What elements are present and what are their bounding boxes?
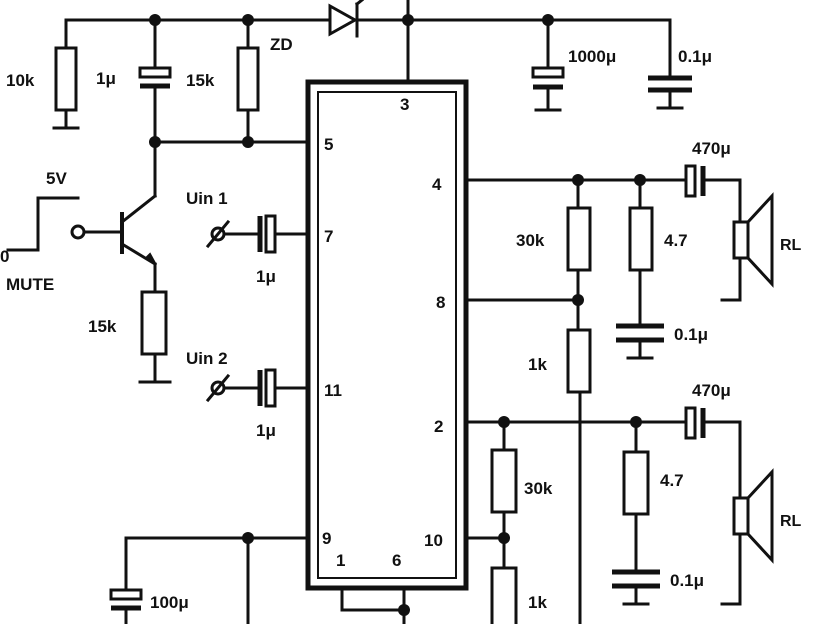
label-15k-bottom: 15k: [88, 317, 117, 336]
label-uin1: Uin 1: [186, 189, 228, 208]
capacitor-470u-top: [684, 164, 742, 224]
pin-3-label: 3: [400, 95, 409, 114]
junction-dots: [149, 14, 646, 616]
pin-5-label: 5: [324, 135, 333, 154]
capacitor-1u-top: [138, 18, 172, 144]
resistor-30k-bottom: [490, 420, 518, 540]
label-zd: ZD: [270, 35, 293, 54]
resistor-47-bottom: [612, 420, 660, 606]
mute-switch-input: [6, 196, 124, 252]
label-470u-bottom: 470μ: [692, 381, 731, 400]
label-30k-bottom: 30k: [524, 479, 553, 498]
resistor-47-top: [616, 178, 664, 360]
pin-2-label: 2: [434, 417, 443, 436]
ic-body: [305, 79, 469, 591]
label-1u-in1: 1μ: [256, 267, 276, 286]
label-mute: MUTE: [6, 275, 54, 294]
capacitor-01u-top: [648, 18, 692, 110]
label-zero: 0: [0, 247, 9, 266]
label-rl-bottom: RL: [780, 513, 802, 530]
input-uin2: [205, 368, 310, 408]
pin-8-label: 8: [436, 293, 445, 312]
pin8-wire: [464, 298, 592, 624]
input-uin1: [205, 214, 310, 254]
label-30k-top: 30k: [516, 231, 545, 250]
label-15k-top: 15k: [186, 71, 215, 90]
pin9-network: [109, 536, 310, 624]
label-100u: 100μ: [150, 593, 189, 612]
label-1000u: 1000μ: [568, 47, 616, 66]
label-01u-bottom: 0.1μ: [670, 571, 704, 590]
pin-7-label: 7: [324, 227, 333, 246]
label-5v: 5V: [46, 169, 67, 188]
resistor-30k-top: [566, 178, 592, 302]
label-47-top: 4.7: [664, 231, 688, 250]
label-1k-bottom: 1k: [528, 593, 547, 612]
pin-10-label: 10: [424, 531, 443, 550]
label-01u-top: 0.1μ: [678, 47, 712, 66]
capacitor-1000u: [531, 18, 565, 112]
label-10k: 10k: [6, 71, 35, 90]
pin10-wire: [464, 536, 518, 624]
pin-6-label: 6: [392, 551, 401, 570]
pin-9-label: 9: [322, 529, 331, 548]
speaker-top: [720, 192, 774, 302]
zener-diode: [328, 0, 392, 38]
pin-11-label: 11: [324, 381, 342, 400]
label-rl-top: RL: [780, 237, 802, 254]
label-01u-mid: 0.1μ: [674, 325, 708, 344]
label-uin2: Uin 2: [186, 349, 228, 368]
label-470u-top: 470μ: [692, 139, 731, 158]
pin-1-label: 1: [336, 551, 345, 570]
ic-body-inner: [317, 91, 457, 579]
pin-4-label: 4: [432, 175, 442, 194]
capacitor-470u-bottom: [684, 406, 742, 500]
mute-transistor: [119, 140, 158, 294]
ic-ground-link: [340, 586, 406, 624]
speaker-bottom: [720, 468, 774, 606]
resistor-10k: [52, 18, 80, 130]
label-47-bottom: 4.7: [660, 471, 684, 490]
resistor-15k-top: [236, 18, 260, 144]
label-1u-top: 1μ: [96, 69, 116, 88]
resistor-15k-bottom: [138, 290, 172, 384]
label-1u-in2: 1μ: [256, 421, 276, 440]
label-1k-mid: 1k: [528, 355, 547, 374]
